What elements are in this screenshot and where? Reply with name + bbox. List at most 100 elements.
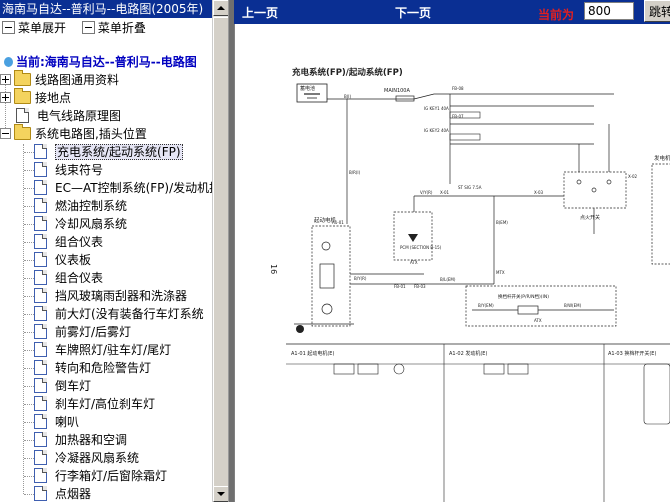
fuse-ig-key1 bbox=[449, 111, 481, 119]
tree-guide bbox=[24, 368, 34, 369]
expand-plus-icon[interactable] bbox=[0, 92, 11, 103]
tree-item-label: 挡风玻璃雨刮器和洗涤器 bbox=[55, 289, 188, 303]
connector-heading: A1-01 起动电机(E) bbox=[291, 350, 334, 357]
tree-item[interactable]: 燃油控制系统 bbox=[22, 197, 127, 215]
prev-page-link[interactable]: 上一页 bbox=[242, 6, 279, 20]
battery-label: 蓄电池 bbox=[300, 85, 315, 92]
document-icon bbox=[34, 306, 47, 321]
starter-solenoid bbox=[319, 263, 335, 289]
tree-item[interactable]: 加热器和空调 bbox=[22, 431, 127, 449]
document-icon bbox=[34, 468, 47, 483]
document-icon bbox=[34, 162, 47, 177]
folder-open-icon bbox=[14, 124, 31, 140]
tree-item-label: 冷却风扇系统 bbox=[55, 217, 128, 231]
tree-item[interactable]: 转向和危险警告灯 bbox=[22, 359, 151, 377]
wire-label: B(I) bbox=[344, 94, 351, 99]
document-icon bbox=[34, 378, 47, 393]
ignition-switch-box bbox=[563, 171, 627, 209]
wire-label: B/Y(EM) bbox=[478, 303, 494, 308]
tree-item[interactable]: 行李箱灯/后窗除霜灯 bbox=[22, 467, 167, 485]
tree-folder-wiring-basics[interactable]: 线路图通用资料 bbox=[0, 70, 119, 89]
wire-label: IG KEY1 40A bbox=[424, 106, 449, 111]
pcm-diode-icon bbox=[408, 234, 418, 242]
tree-item[interactable]: 冷凝器风扇系统 bbox=[22, 449, 139, 467]
collapse-menu-button[interactable]: 菜单折叠 bbox=[81, 19, 146, 37]
page-number-input[interactable] bbox=[584, 2, 634, 20]
menu-controls: 菜单展开 菜单折叠 bbox=[0, 19, 212, 37]
tree-item-label: 车牌照灯/驻车灯/尾灯 bbox=[55, 343, 172, 357]
tree-item-label: 前大灯(没有装备行车灯系统 bbox=[55, 307, 204, 321]
tree-guide bbox=[24, 494, 34, 495]
tree-folder-system-circuits[interactable]: 系统电路图,插头位置 bbox=[0, 124, 147, 143]
tree-item-label: 喇叭 bbox=[55, 415, 80, 429]
tree-scrollbar[interactable] bbox=[212, 0, 228, 502]
tree-item-label: 点烟器 bbox=[55, 487, 92, 501]
tree-item-label: 线束符号 bbox=[55, 163, 104, 177]
tree-item[interactable]: 仪表板 bbox=[22, 251, 91, 269]
page-number-label: 当前为 bbox=[538, 8, 575, 22]
tree-item[interactable]: 组合仪表 bbox=[22, 233, 103, 251]
scroll-up-button[interactable] bbox=[213, 0, 228, 16]
tree-item-label: 倒车灯 bbox=[55, 379, 92, 393]
collapse-minus-icon[interactable] bbox=[0, 128, 11, 139]
tree-item[interactable]: 喇叭 bbox=[22, 413, 79, 431]
connector-symbol bbox=[333, 363, 355, 375]
tree-guide bbox=[24, 476, 34, 477]
tree-guide bbox=[24, 404, 34, 405]
document-icon bbox=[34, 324, 47, 339]
generator-box bbox=[651, 163, 670, 265]
expand-plus-icon[interactable] bbox=[0, 74, 11, 85]
document-icon bbox=[34, 252, 47, 267]
document-icon bbox=[34, 288, 47, 303]
document-icon bbox=[34, 198, 47, 213]
tree-item[interactable]: EC—AT控制系统(FP)/发动机控 bbox=[22, 179, 221, 197]
arrow-up-icon bbox=[217, 6, 225, 10]
globe-icon bbox=[4, 57, 13, 67]
generator-label: 发电机 bbox=[654, 154, 670, 162]
tree-item[interactable]: 点烟器 bbox=[22, 485, 91, 502]
tree-item-label: 系统电路图,插头位置 bbox=[35, 127, 147, 141]
next-page-link[interactable]: 下一页 bbox=[395, 6, 432, 20]
wire-label: B/R(I) bbox=[349, 170, 361, 175]
document-icon bbox=[34, 486, 47, 501]
tree-item[interactable]: 组合仪表 bbox=[22, 269, 103, 287]
expand-menu-button[interactable]: 菜单展开 bbox=[2, 19, 66, 37]
tree-guide bbox=[24, 386, 34, 387]
tree-guide bbox=[24, 314, 34, 315]
ignition-label: 点火开关 bbox=[580, 214, 600, 221]
tree-folder-ground-points[interactable]: 接地点 bbox=[0, 88, 71, 107]
connector-code: X-01 bbox=[440, 190, 450, 195]
tree-guide bbox=[24, 170, 34, 171]
tree-item[interactable]: 前大灯(没有装备行车灯系统 bbox=[22, 305, 204, 323]
wire-label: B/Y(R) bbox=[354, 276, 367, 281]
tree-item[interactable]: 倒车灯 bbox=[22, 377, 91, 395]
tree-item-label: 燃油控制系统 bbox=[55, 199, 128, 213]
tree-item[interactable]: 充电系统/起动系统(FP) bbox=[22, 143, 183, 161]
tree-guide bbox=[24, 440, 34, 441]
tree-item[interactable]: 线束符号 bbox=[22, 161, 103, 179]
tree-doc-schematic[interactable]: 电气线路原理图 bbox=[16, 107, 121, 125]
mtx-label: MTX bbox=[496, 270, 505, 275]
connector-code: A1-01 bbox=[332, 220, 344, 225]
tree-item[interactable]: 车牌照灯/驻车灯/尾灯 bbox=[22, 341, 171, 359]
tree-item[interactable]: 刹车灯/高位刹车灯 bbox=[22, 395, 155, 413]
scroll-thumb[interactable] bbox=[213, 17, 228, 487]
tree-item-label: 冷凝器风扇系统 bbox=[55, 451, 140, 465]
connector-code: FB-08 bbox=[452, 86, 464, 91]
app-title: 海南马自达--普利马--电路图(2005年) bbox=[0, 0, 214, 18]
tree-item[interactable]: 前雾灯/后雾灯 bbox=[22, 323, 131, 341]
scroll-down-button[interactable] bbox=[213, 486, 228, 502]
folder-icon bbox=[14, 88, 31, 104]
main-fuse-label: MAIN100A bbox=[384, 88, 410, 94]
tree-guide bbox=[23, 144, 24, 494]
current-location[interactable]: 当前:海南马自达--普利马--电路图 bbox=[0, 53, 212, 71]
main-feed-wire bbox=[327, 93, 450, 100]
tree-guide bbox=[24, 332, 34, 333]
starter-motor-symbol bbox=[321, 241, 331, 251]
tree-item[interactable]: 挡风玻璃雨刮器和洗涤器 bbox=[22, 287, 187, 305]
tree-item[interactable]: 冷却风扇系统 bbox=[22, 215, 127, 233]
wire-label: B/W(EM) bbox=[564, 303, 582, 308]
jump-button[interactable]: 跳转 bbox=[644, 0, 670, 22]
pane-splitter[interactable] bbox=[228, 0, 234, 502]
connector-code: FB-03 bbox=[414, 284, 426, 289]
